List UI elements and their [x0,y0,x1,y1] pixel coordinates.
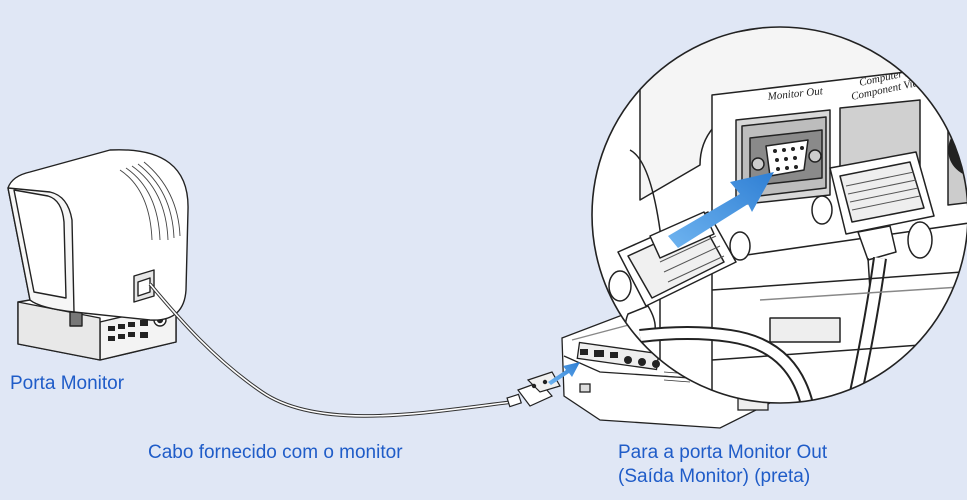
cable-connector-small [506,371,561,408]
small-insert-arrow [548,362,580,385]
label-monitor-out-line2: (Saída Monitor) (preta) [618,466,811,487]
monitor-out-port [749,129,823,187]
label-monitor-out-line1: Para a porta Monitor Out [618,442,828,463]
label-monitor-out-port: Para a porta Monitor Out (Saída Monitor)… [618,441,827,489]
crt-monitor [7,149,189,321]
monitor-cable [148,282,513,418]
label-monitor-port: Porta Monitor [10,373,125,394]
label-supplied-cable: Cabo fornecido com o monitor [148,442,403,463]
connected-vga-plug [811,151,935,291]
panel-label-monitor-out: Monitor Out [766,85,824,103]
insert-direction-arrow [668,172,774,248]
crt-monitor-illustration [7,149,189,361]
panel-label-svideo: S-Vi [942,71,962,87]
